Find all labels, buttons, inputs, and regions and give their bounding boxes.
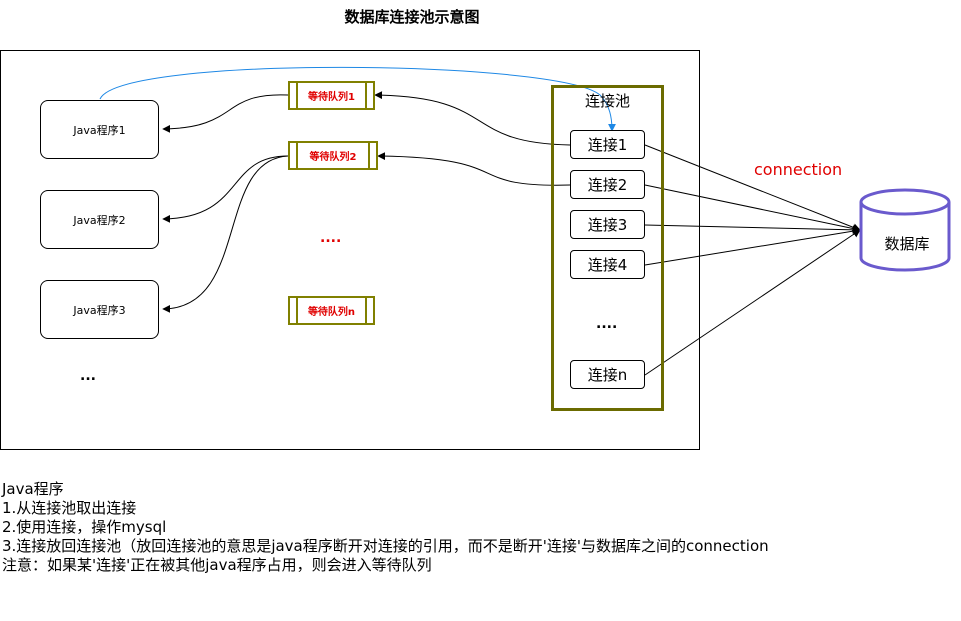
connection-4: 连接4 <box>570 250 645 279</box>
program1-to-conn1-arrow <box>99 66 616 132</box>
conn1-to-queue1-arrow <box>374 91 571 146</box>
note-line: Java程序 <box>2 480 64 498</box>
conn3-to-db-line <box>644 224 861 234</box>
java-program-1: Java程序1 <box>40 100 159 159</box>
queue1-to-program1-arrow <box>162 94 289 133</box>
queue2-to-program2-arrow <box>162 155 289 223</box>
wait-queue-1: 等待队列1 <box>288 81 375 110</box>
connection-pool <box>551 85 664 411</box>
note-line: 注意：如果某'连接'正在被其他java程序占用，则会进入等待队列 <box>2 556 432 574</box>
connection-n: 连接n <box>570 360 645 389</box>
wait-queue-n: 等待队列n <box>288 296 375 325</box>
database-label: 数据库 <box>884 235 930 253</box>
java-program-2: Java程序2 <box>40 190 159 249</box>
application-frame <box>0 50 700 450</box>
notes-block: Java程序 1.从连接池取出连接 2.使用连接，操作mysql 3.连接放回连… <box>2 480 769 575</box>
diagram-title: 数据库连接池示意图 <box>344 8 480 26</box>
conn4-to-db-line <box>644 227 861 266</box>
connection-2: 连接2 <box>570 170 645 199</box>
conn1-to-db-line <box>644 144 861 232</box>
java-program-3: Java程序3 <box>40 280 159 339</box>
more-queues-ellipsis: .... <box>320 230 342 246</box>
note-line: 3.连接放回连接池（放回连接池的意思是java程序断开对连接的引用，而不是断开'… <box>2 537 769 555</box>
queue2-to-program3-arrow <box>162 155 289 313</box>
connection-pool-label: 连接池 <box>584 92 630 110</box>
more-connections-ellipsis: .... <box>596 316 618 332</box>
connn-to-db-line <box>644 229 861 376</box>
connection-3: 连接3 <box>570 210 645 239</box>
conn2-to-queue2-arrow <box>377 152 571 186</box>
more-programs-ellipsis: ... <box>80 368 96 384</box>
wait-queue-2: 等待队列2 <box>288 141 378 170</box>
connection-1: 连接1 <box>570 130 645 159</box>
database-cylinder <box>859 188 951 272</box>
note-line: 1.从连接池取出连接 <box>2 499 137 517</box>
note-line: 2.使用连接，操作mysql <box>2 518 167 536</box>
conn2-to-db-line <box>644 184 861 233</box>
connection-label: connection <box>754 160 843 179</box>
